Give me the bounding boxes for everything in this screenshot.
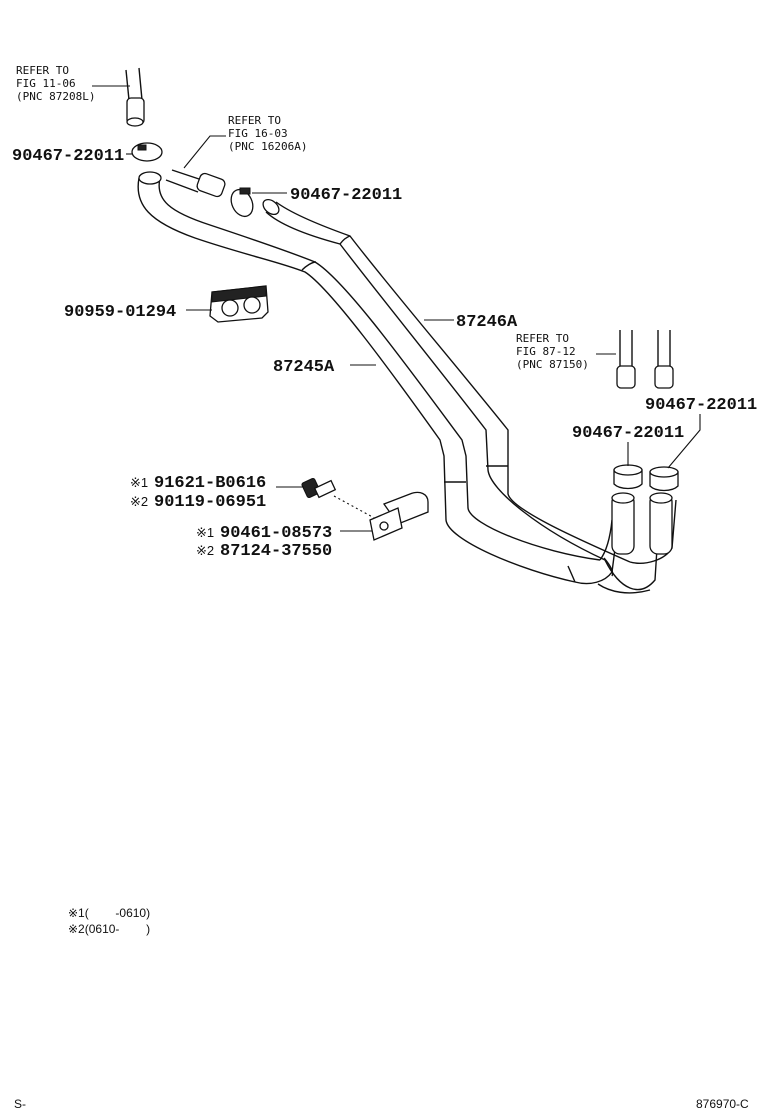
ref-line: (PNC 16206A) <box>228 140 307 153</box>
leader-line <box>183 135 226 169</box>
hose-bend <box>599 519 613 561</box>
ref-line: REFER TO <box>228 114 281 127</box>
part-number-label: 87124-37550 <box>220 542 332 561</box>
pipe-end-fitting <box>654 365 674 389</box>
hose-joint <box>301 261 317 271</box>
clamp-top-left <box>131 142 163 162</box>
hose-edge <box>597 583 651 594</box>
hose-joint <box>339 235 351 245</box>
label-hose-87245A: 87245A <box>273 358 376 377</box>
applicability-mark: ※2 <box>196 543 214 558</box>
leader-line <box>667 414 701 469</box>
bolt <box>301 477 379 521</box>
ref-line: FIG 16-03 <box>228 127 288 140</box>
pipe-edge <box>165 179 199 193</box>
pipe-edge <box>125 69 130 101</box>
clamp-top <box>613 464 643 476</box>
hose-stub-opening <box>611 492 635 504</box>
pipe-edge <box>138 67 143 101</box>
note-line: ※1( -0610) <box>68 906 150 920</box>
label-holder: 90959-01294 <box>64 303 212 322</box>
pipe-end-fitting <box>196 172 226 198</box>
part-number-label: 90467-22011 <box>572 424 684 443</box>
label-bolt: ※1 91621-B0616 ※2 90119-06951 <box>130 474 304 512</box>
hose-stub-opening <box>649 492 673 504</box>
hose-end <box>262 198 280 216</box>
note-line: ※2(0610- ) <box>68 922 150 936</box>
top-pipe <box>125 67 145 127</box>
right-hose-stubs <box>611 492 673 555</box>
clamp-ring <box>230 188 254 218</box>
bolt-head <box>301 477 321 499</box>
applicability-mark: ※2 <box>130 494 148 509</box>
label-bracket: ※1 90461-08573 ※2 87124-37550 <box>196 524 372 561</box>
hose-87245A <box>137 171 621 585</box>
part-number-label: 90467-22011 <box>645 396 757 415</box>
ref-line: FIG 11-06 <box>16 77 76 90</box>
bolt-axis <box>333 495 379 521</box>
part-number-label: 90467-22011 <box>12 147 124 166</box>
pipe-end-fitting <box>616 365 636 389</box>
reference-fig-87-12: REFER TO FIG 87-12 (PNC 87150) <box>516 332 616 371</box>
clamp-top-mid <box>230 187 254 218</box>
label-clamp-right-outer: 90467-22011 <box>645 396 757 469</box>
applicability-notes: ※1( -0610) ※2(0610- ) <box>68 906 150 936</box>
clamp-top <box>649 466 679 478</box>
clamp-tab <box>137 144 147 151</box>
hose-edge <box>265 211 606 561</box>
part-number-label: 90119-06951 <box>154 493 266 512</box>
holder-slot <box>243 296 261 314</box>
clamp-tab <box>239 187 251 195</box>
label-clamp-right-inner: 90467-22011 <box>572 424 684 466</box>
bracket <box>369 491 429 541</box>
part-number-label: 90467-22011 <box>290 186 402 205</box>
right-pipes <box>616 330 674 389</box>
clamp-right-outer <box>649 466 679 492</box>
applicability-mark: ※1 <box>196 525 214 540</box>
ref-line: FIG 87-12 <box>516 345 576 358</box>
hose-edge <box>158 177 601 561</box>
reference-fig-11-06: REFER TO FIG 11-06 (PNC 87208L) <box>16 64 130 103</box>
applicability-mark: ※1 <box>130 475 148 490</box>
label-clamp-top-mid: 90467-22011 <box>252 186 402 205</box>
hose-end <box>138 171 162 185</box>
holder-slot <box>221 299 239 317</box>
hose-joint <box>567 565 576 583</box>
pipe-edge <box>171 169 203 181</box>
hose-edge <box>137 177 576 583</box>
ref-line: (PNC 87208L) <box>16 90 95 103</box>
bolt-shank <box>313 479 337 499</box>
part-number-label: 91621-B0616 <box>154 474 266 493</box>
bracket-hole <box>379 521 389 531</box>
ref-line: REFER TO <box>16 64 69 77</box>
clamp-right-inner <box>613 464 643 490</box>
holder-top <box>211 285 267 303</box>
reference-fig-16-03: REFER TO FIG 16-03 (PNC 16206A) <box>183 114 307 169</box>
ref-line: REFER TO <box>516 332 569 345</box>
label-clamp-top-left: 90467-22011 <box>12 147 133 166</box>
ref-line: (PNC 87150) <box>516 358 589 371</box>
hose-joint <box>603 557 614 577</box>
hose-holder <box>209 285 269 323</box>
footer-left-mark: S- <box>14 1097 26 1111</box>
label-hose-87246A: 87246A <box>424 313 518 332</box>
hose-bend <box>604 499 661 591</box>
part-number-label: 90959-01294 <box>64 303 176 322</box>
part-number-label: 90461-08573 <box>220 524 332 543</box>
part-number-label: 87246A <box>456 313 518 332</box>
pipe-opening <box>126 117 144 127</box>
hose-edge <box>275 201 631 563</box>
part-number-label: 87245A <box>273 358 335 377</box>
figure-code: 876970-C <box>696 1097 749 1111</box>
mid-pipe <box>165 169 226 198</box>
clamp-ring <box>131 142 163 162</box>
